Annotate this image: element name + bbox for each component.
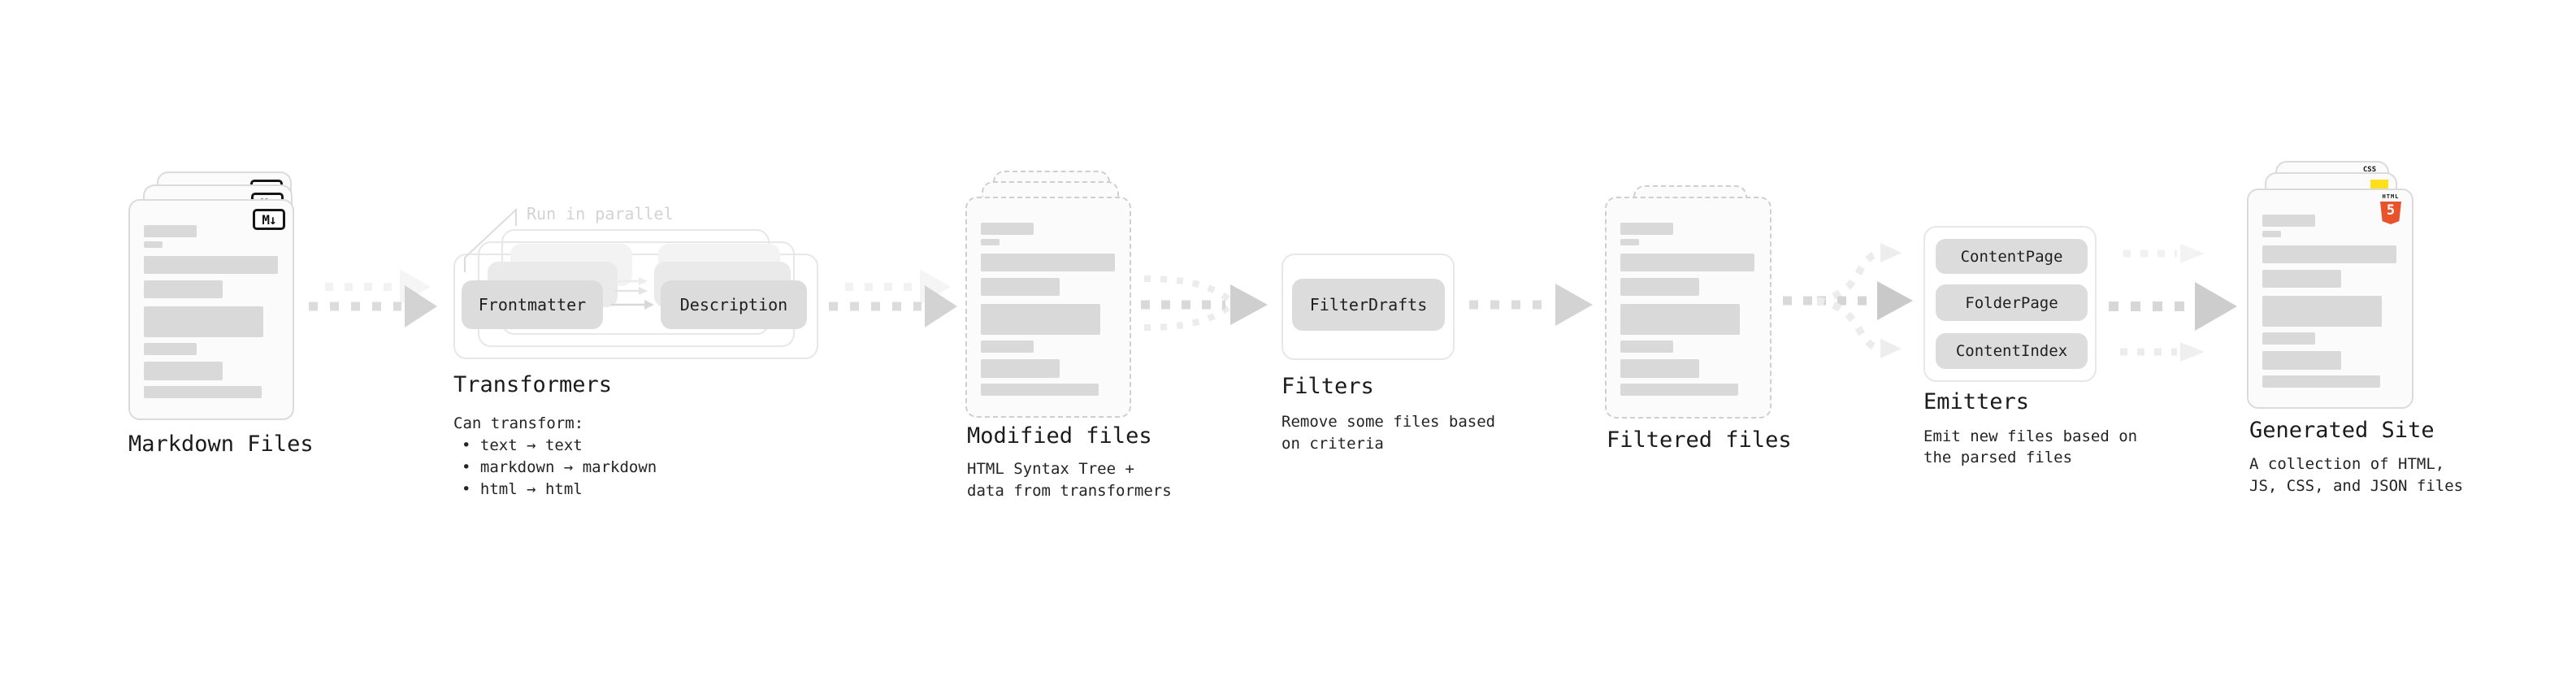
placeholder-line: [981, 278, 1060, 296]
placeholder-line: [144, 306, 263, 337]
annotation-leader-line: [464, 207, 517, 272]
placeholder-line: [981, 304, 1100, 335]
placeholder-line: [1620, 239, 1639, 245]
flow-arrows-emitters-to-site: [2109, 244, 2237, 362]
description-line: Remove some files based: [1281, 413, 1496, 431]
placeholder-line: [2262, 351, 2341, 370]
placeholder-line: [981, 340, 1034, 353]
emitters-title: Emitters: [1923, 389, 2030, 414]
html5-icon: HTML 5: [2379, 193, 2402, 224]
emitters-frame: ContentPage FolderPage ContentIndex: [1923, 226, 2097, 382]
contentpage-box: ContentPage: [1936, 239, 2088, 274]
markdown-file-card-front: M↓: [128, 199, 294, 420]
placeholder-line: [981, 384, 1099, 396]
placeholder-line: [2262, 332, 2315, 345]
placeholder-line: [1620, 304, 1740, 335]
transformers-description: Can transform: • text → text • markdown …: [453, 413, 657, 501]
emitters-description: Emit new files based on the parsed files: [1923, 426, 2137, 468]
placeholder-line: [1620, 359, 1699, 378]
flow-arrow-markdown-to-transformers: [309, 269, 437, 327]
html5-shield: 5: [2380, 202, 2401, 224]
filtered-files-title: Filtered files: [1607, 427, 1792, 453]
generated-site-title: Generated Site: [2249, 418, 2435, 443]
flow-arrow-merge-to-filters: [1141, 275, 1268, 331]
description-line: JS, CSS, and JSON files: [2249, 477, 2464, 495]
placeholder-line: [1620, 340, 1673, 353]
placeholder-line: [1620, 223, 1673, 235]
placeholder-line: [144, 280, 223, 298]
description-line: data from transformers: [967, 482, 1172, 500]
placeholder-line: [1620, 254, 1754, 271]
modified-files-description: HTML Syntax Tree + data from transformer…: [967, 458, 1172, 502]
placeholder-line: [144, 386, 262, 398]
run-in-parallel-label: Run in parallel: [527, 204, 674, 223]
placeholder-line: [2262, 231, 2281, 237]
description-box: Description: [661, 280, 807, 329]
filtered-file-card-front: [1605, 197, 1772, 419]
markdown-files-title: Markdown Files: [128, 432, 314, 457]
html5-icon-label: HTML: [2382, 193, 2400, 200]
parallel-mini-arrows: [611, 277, 654, 310]
modified-files-title: Modified files: [967, 423, 1152, 449]
frontmatter-box: Frontmatter: [462, 280, 603, 329]
placeholder-line: [144, 241, 163, 248]
modified-file-card-front: [965, 197, 1131, 418]
transformer-frame-front: [453, 254, 818, 359]
filters-title: Filters: [1281, 374, 1374, 399]
description-line: HTML Syntax Tree +: [967, 460, 1134, 478]
placeholder-line: [2262, 270, 2341, 288]
description-line: Can transform:: [453, 414, 584, 432]
flow-arrow-transformers-to-modified: [829, 269, 957, 327]
placeholder-line: [2262, 215, 2315, 227]
site-file-card-html: HTML 5: [2247, 189, 2413, 409]
html5-number: 5: [2386, 202, 2396, 219]
placeholder-line: [981, 239, 1000, 245]
description-line: on criteria: [1281, 435, 1384, 453]
placeholder-line: [2262, 375, 2380, 388]
contentindex-box: ContentIndex: [1936, 333, 2088, 369]
placeholder-line: [144, 225, 197, 237]
css-icon-label: CSS: [2362, 166, 2377, 174]
markdown-icon: M↓: [253, 209, 285, 230]
placeholder-line: [144, 362, 223, 380]
description-line: Emit new files based on: [1923, 427, 2138, 445]
placeholder-line: [2262, 296, 2382, 327]
description-line: • markdown → markdown: [462, 458, 657, 476]
description-line: • html → html: [462, 480, 583, 498]
filterdrafts-box: FilterDrafts: [1292, 279, 1445, 331]
placeholder-line: [144, 343, 197, 355]
description-line: the parsed files: [1923, 449, 2073, 466]
filters-description: Remove some files based on criteria: [1281, 411, 1495, 455]
placeholder-line: [981, 223, 1034, 235]
description-line: • text → text: [462, 436, 583, 454]
transformers-title: Transformers: [453, 372, 613, 397]
placeholder-line: [2262, 245, 2396, 263]
description-line: A collection of HTML,: [2249, 455, 2445, 473]
flow-arrow-fanout-to-emitters: [1783, 243, 1913, 358]
placeholder-line: [1620, 384, 1738, 396]
generated-site-description: A collection of HTML, JS, CSS, and JSON …: [2249, 453, 2463, 497]
placeholder-line: [981, 254, 1115, 271]
flow-arrow-filters-to-filtered: [1469, 284, 1593, 326]
folderpage-box: FolderPage: [1936, 284, 2088, 321]
js-icon: [2370, 180, 2388, 190]
placeholder-line: [144, 256, 278, 274]
placeholder-line: [981, 359, 1060, 378]
placeholder-line: [1620, 278, 1699, 296]
